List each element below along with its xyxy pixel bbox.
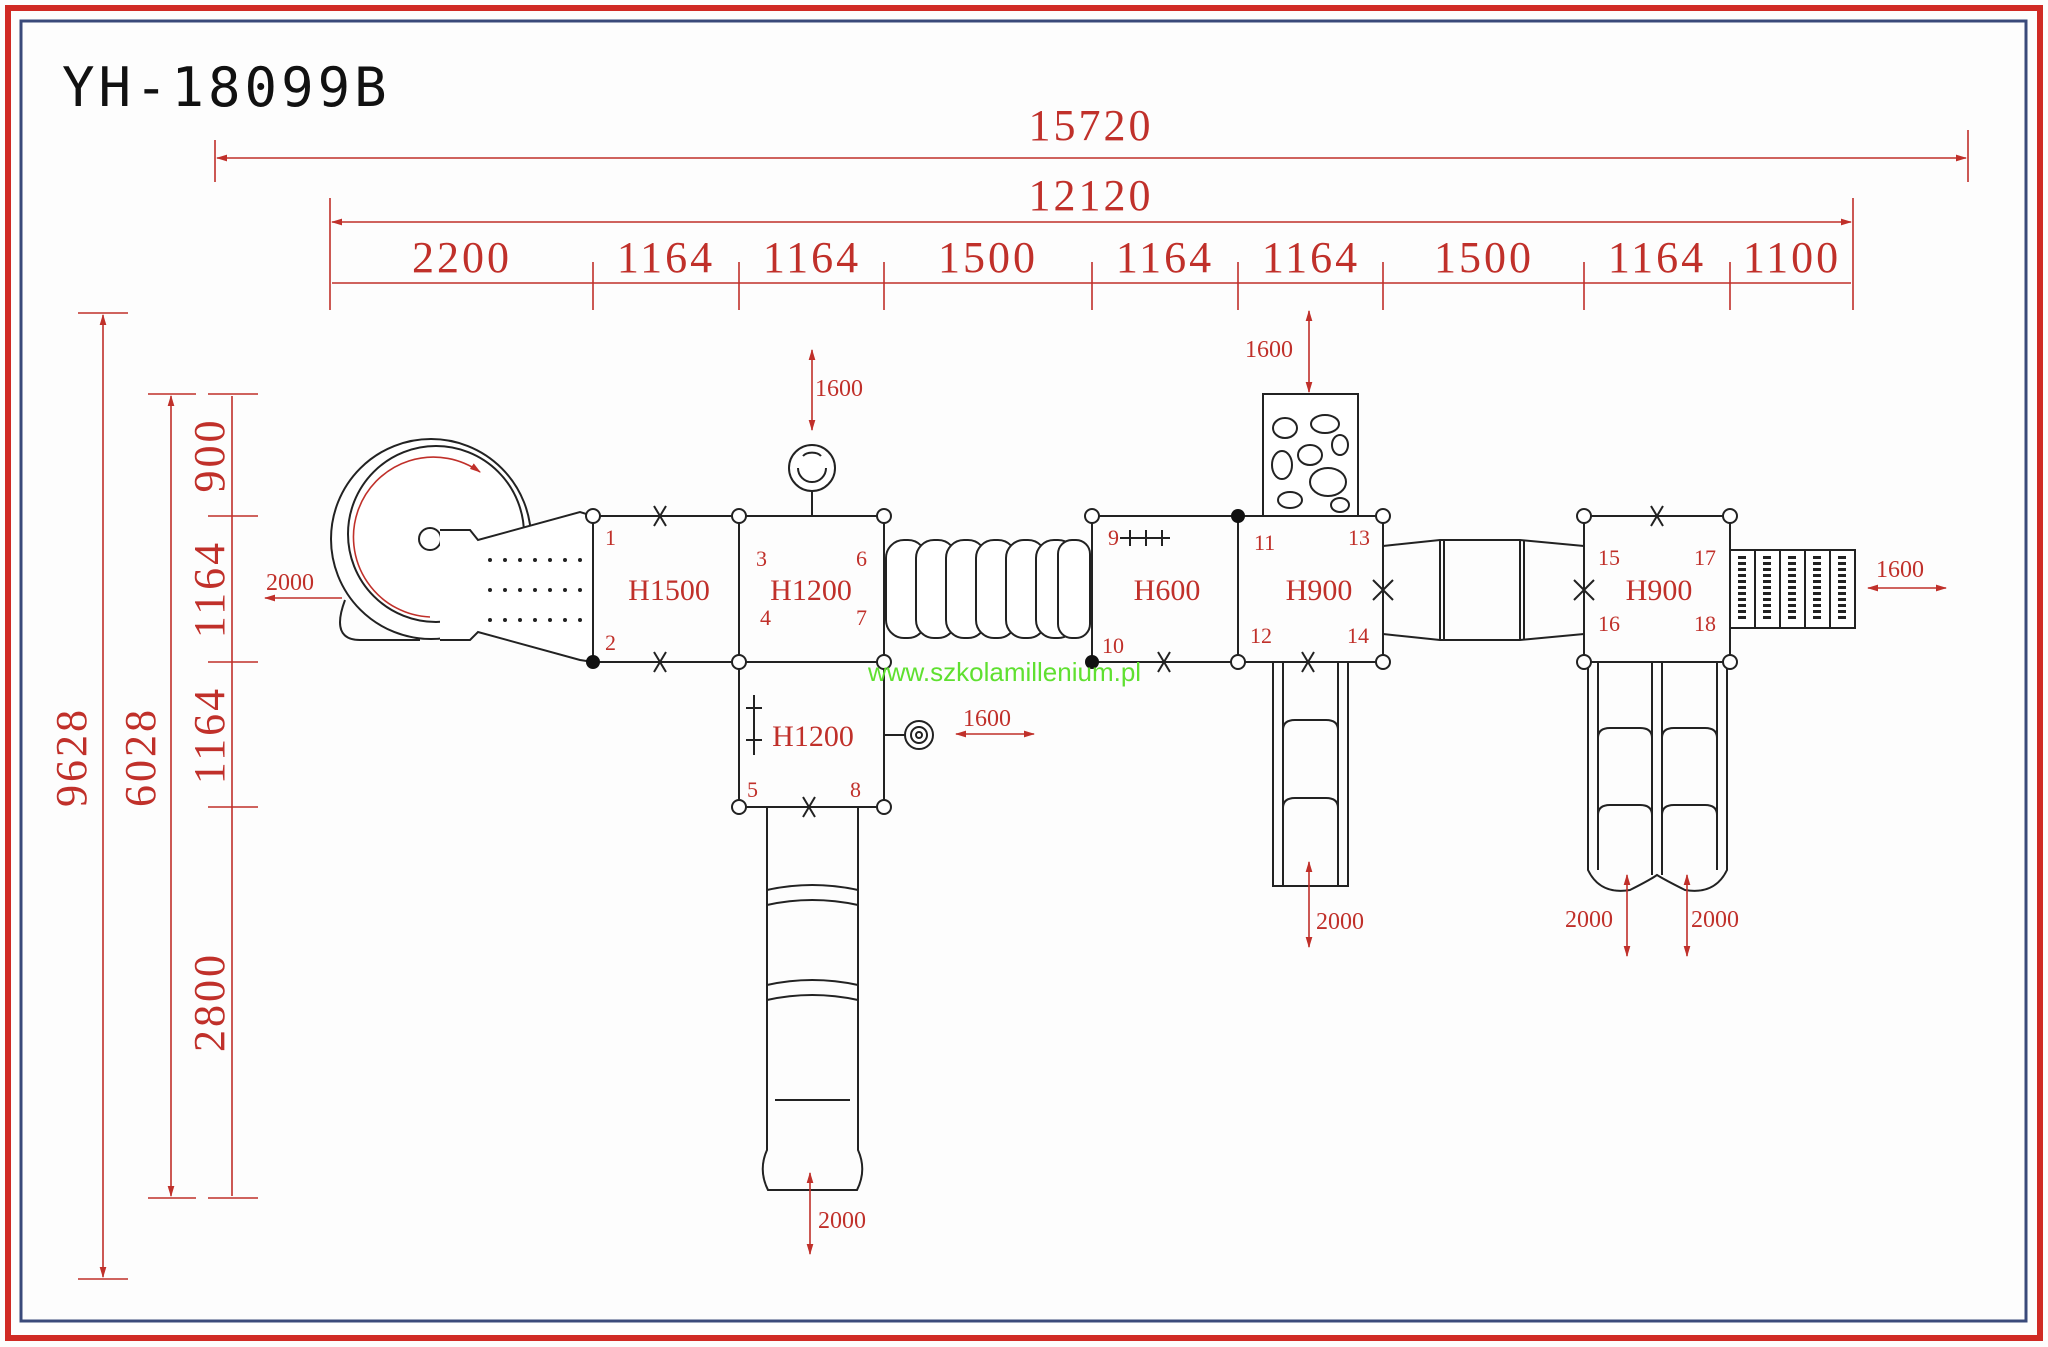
panel-markers bbox=[653, 505, 1664, 818]
inner-border bbox=[19, 19, 2028, 1323]
platform-height: H900 bbox=[1286, 574, 1353, 607]
spiral-slide bbox=[330, 438, 594, 664]
post-number: 12 bbox=[1250, 623, 1272, 648]
post-number: 7 bbox=[856, 605, 867, 630]
segment-dim: 1500 bbox=[938, 233, 1038, 282]
overall-width-dimension: 15720 bbox=[214, 101, 1969, 182]
segment-dim: 1164 bbox=[185, 686, 234, 784]
segment-dim: 1164 bbox=[185, 540, 234, 638]
tube-slide bbox=[761, 807, 864, 1191]
clearance-double-slide-left: 2000 bbox=[1565, 907, 1613, 933]
clearance-double-slide-right: 2000 bbox=[1691, 907, 1739, 933]
deck-height-dimension: 6028 bbox=[116, 393, 196, 1199]
post-number: 16 bbox=[1598, 611, 1620, 636]
platform-height: H900 bbox=[1626, 574, 1693, 607]
side-toy bbox=[884, 720, 934, 750]
post-number-labels: 1 2 3 4 5 6 7 8 9 10 11 12 13 14 15 16 1… bbox=[605, 525, 1716, 802]
total-height-dimension: 9628 bbox=[47, 312, 128, 1280]
watermark: www.szkolamillenium.pl bbox=[867, 657, 1141, 687]
clearance-straight-slide: 2000 bbox=[1316, 909, 1364, 935]
platform-height: H1200 bbox=[770, 574, 852, 607]
tire-tunnel bbox=[885, 539, 1091, 639]
post-number: 1 bbox=[605, 525, 616, 550]
bridge bbox=[1382, 539, 1585, 641]
segment-dim: 1164 bbox=[763, 233, 861, 282]
post-number: 9 bbox=[1108, 525, 1119, 550]
platform-height: H1200 bbox=[772, 720, 854, 753]
segment-dim: 1164 bbox=[1116, 233, 1214, 282]
horizontal-segment-dimensions: 2200 1164 1164 1500 1164 1164 1500 1164 … bbox=[332, 233, 1851, 310]
post-number: 8 bbox=[850, 777, 861, 802]
post-number: 13 bbox=[1348, 525, 1370, 550]
post-number: 3 bbox=[756, 546, 767, 571]
post-number: 18 bbox=[1694, 611, 1716, 636]
post-number: 11 bbox=[1254, 530, 1275, 555]
post-number: 6 bbox=[856, 546, 867, 571]
post-number: 10 bbox=[1102, 633, 1124, 658]
model-title: YH-18099B bbox=[62, 56, 391, 119]
segment-dim: 1164 bbox=[1608, 233, 1706, 282]
straight-slide bbox=[1272, 662, 1349, 887]
segment-dim: 900 bbox=[185, 418, 234, 493]
post-number: 15 bbox=[1598, 545, 1620, 570]
segment-dim: 1164 bbox=[617, 233, 715, 282]
segment-dim: 1500 bbox=[1434, 233, 1534, 282]
clearance-side-toy: 1600 bbox=[963, 706, 1011, 732]
double-slide bbox=[1587, 662, 1728, 892]
clearance-spiral-slide: 2000 bbox=[266, 570, 314, 596]
platform-height: H600 bbox=[1134, 574, 1201, 607]
platform-height: H1500 bbox=[628, 574, 710, 607]
post-number: 14 bbox=[1347, 623, 1369, 648]
post-number: 5 bbox=[747, 777, 758, 802]
segment-dim: 2800 bbox=[185, 952, 234, 1052]
clearance-climbing-wall: 1600 bbox=[1245, 337, 1293, 363]
posts bbox=[585, 508, 1738, 815]
deck-height-label: 6028 bbox=[116, 707, 165, 807]
total-height-label: 9628 bbox=[47, 707, 96, 807]
post-number: 17 bbox=[1694, 545, 1716, 570]
net-panel bbox=[1729, 549, 1856, 629]
anchor-posts bbox=[586, 509, 1245, 669]
clearance-net-panel: 1600 bbox=[1876, 557, 1924, 583]
climbing-wall bbox=[1262, 393, 1359, 517]
deck-width-label: 12120 bbox=[1029, 171, 1154, 220]
post-number: 4 bbox=[760, 605, 771, 630]
clearance-dimensions: 1600 1600 2000 1600 1600 2000 2000 2000 … bbox=[263, 309, 1948, 1256]
platform-height-labels: H1500 H1200 H1200 H600 H900 H900 bbox=[628, 574, 1692, 753]
steering-wheel bbox=[788, 444, 836, 516]
deck-width-dimension: 12120 bbox=[329, 171, 1854, 310]
vertical-segment-dimensions: 900 1164 1164 2800 bbox=[185, 393, 258, 1199]
clearance-steering-wheel: 1600 bbox=[815, 376, 863, 402]
outer-border bbox=[5, 5, 2043, 1341]
chute-perforations bbox=[488, 558, 582, 622]
total-width-label: 15720 bbox=[1029, 101, 1154, 150]
post-number: 2 bbox=[605, 630, 616, 655]
clearance-tube-slide: 2000 bbox=[818, 1208, 866, 1234]
segment-dim: 1100 bbox=[1743, 233, 1841, 282]
segment-dim: 2200 bbox=[412, 233, 512, 282]
segment-dim: 1164 bbox=[1262, 233, 1360, 282]
